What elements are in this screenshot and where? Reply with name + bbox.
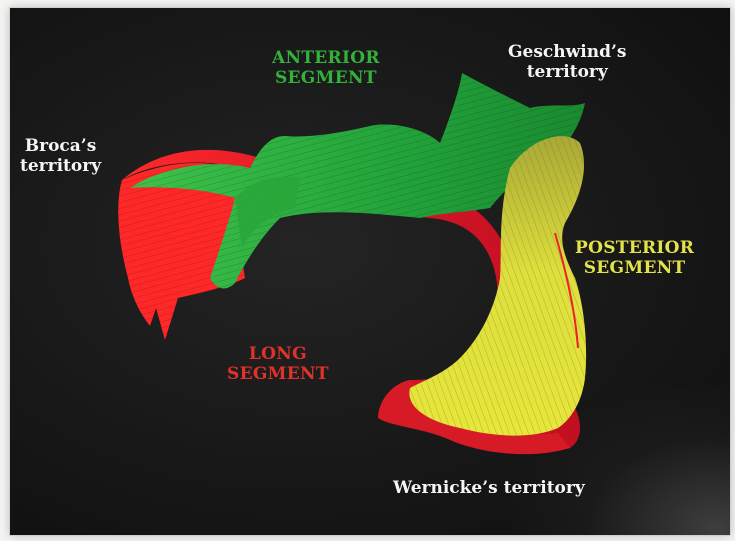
long-label-line2: SEGMENT <box>227 364 329 384</box>
wernicke-label-text: Wernicke’s territory <box>393 478 585 498</box>
wernicke-territory-label: Wernicke’s territory <box>393 478 585 498</box>
geschwind-territory-label: Geschwind’s territory <box>508 42 626 82</box>
posterior-label-line2: SEGMENT <box>575 258 694 278</box>
anterior-segment-label: ANTERIOR SEGMENT <box>272 48 380 88</box>
image-frame: Broca’s territory ANTERIOR SEGMENT Gesch… <box>10 8 730 535</box>
broca-label-line1: Broca’s <box>20 136 101 156</box>
long-label-line1: LONG <box>227 344 329 364</box>
posterior-label-line1: POSTERIOR <box>575 238 694 258</box>
anterior-label-line1: ANTERIOR <box>272 48 380 68</box>
broca-label-line2: territory <box>20 156 101 176</box>
anterior-label-line2: SEGMENT <box>272 68 380 88</box>
broca-territory-label: Broca’s territory <box>20 136 101 176</box>
geschwind-label-line2: territory <box>508 62 626 82</box>
geschwind-label-line1: Geschwind’s <box>508 42 626 62</box>
posterior-segment-label: POSTERIOR SEGMENT <box>575 238 694 278</box>
long-segment-label: LONG SEGMENT <box>227 344 329 384</box>
